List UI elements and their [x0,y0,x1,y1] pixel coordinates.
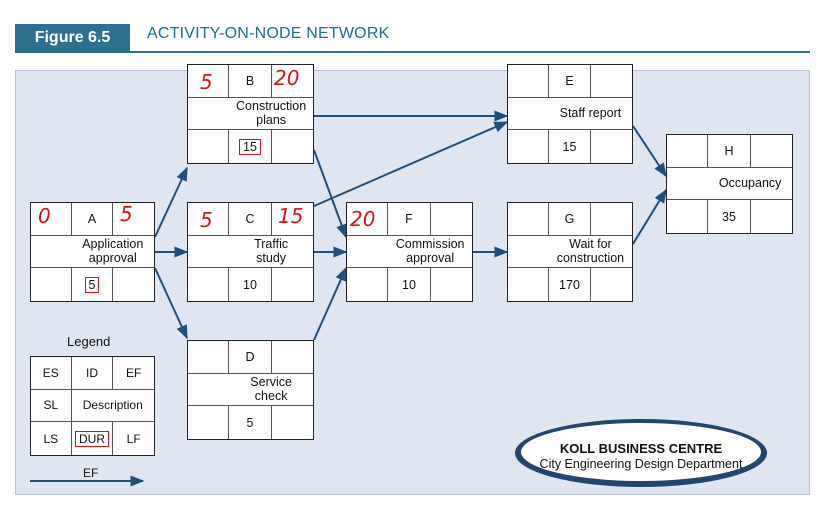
node-id: C [229,203,272,236]
title-divider [15,51,810,53]
arrow-a-d [154,267,188,340]
figure-number: Figure 6.5 [15,24,130,51]
activity-node-e: E Staff report 15 [507,64,633,164]
node-description: Traffic [254,237,289,252]
arrow-b-f [313,149,347,239]
node-id: D [229,341,272,374]
handwritten-c-es: 5 [200,208,213,232]
node-id: G [548,203,592,236]
handwritten-f-es: 20 [350,207,376,231]
legend-node: ES ID EF SL Description LS DUR LF [30,356,155,456]
node-description: plans [256,113,287,128]
node-description: Staff report [559,106,622,121]
arrow-d-f [313,266,347,341]
node-duration: 5 [84,276,100,293]
node-id: A [71,203,114,236]
arrow-a-b [154,166,188,238]
node-description: Occupancy [718,176,782,191]
node-description: check [254,389,288,404]
node-duration: 170 [549,268,592,301]
node-description: Wait for [569,237,612,252]
figure-title: ACTIVITY-ON-NODE NETWORK [147,25,390,42]
node-duration: 10 [388,268,431,301]
node-id: E [548,65,592,98]
node-description: construction [556,251,625,266]
node-description: Application [82,237,144,252]
legend-arrow-label: EF [83,466,99,480]
node-duration: 15 [239,138,261,155]
node-id: B [229,65,272,98]
node-description: approval [88,251,137,266]
legend-sl: SL [31,389,72,423]
node-description: Commission [395,237,465,252]
handwritten-a-ef: 5 [120,202,133,226]
activity-node-h: H Occupancy 35 [666,134,793,234]
arrow-e-h [632,125,667,178]
node-description: Service [250,375,292,390]
node-duration: 15 [549,130,592,163]
legend-es: ES [31,357,72,390]
legend-id: ID [71,357,114,390]
handwritten-b-ef: 20 [274,66,300,90]
arrow-g-h [632,188,667,245]
node-description: approval [406,251,455,266]
legend-lf: LF [126,431,141,446]
node-description: Construction [236,99,307,114]
badge-subtitle: City Engineering Design Department [539,457,743,471]
arrow-c-e [313,121,509,207]
legend-ls: LS [31,422,72,455]
handwritten-a-es: 0 [38,204,51,228]
node-id: H [708,135,751,168]
legend-ef: EF [113,357,154,390]
handwritten-c-ef: 15 [278,204,304,228]
legend-dur: DUR [74,430,109,447]
company-badge [515,419,767,487]
node-duration: 10 [229,268,272,301]
handwritten-b-es: 5 [200,70,213,94]
node-description: study [256,251,287,266]
legend-description: Description [71,390,154,423]
node-duration: 5 [229,406,272,439]
node-id: F [388,203,431,236]
node-duration: 35 [708,200,751,233]
badge-title: KOLL BUSINESS CENTRE [559,441,723,456]
legend-title: Legend [67,334,111,349]
